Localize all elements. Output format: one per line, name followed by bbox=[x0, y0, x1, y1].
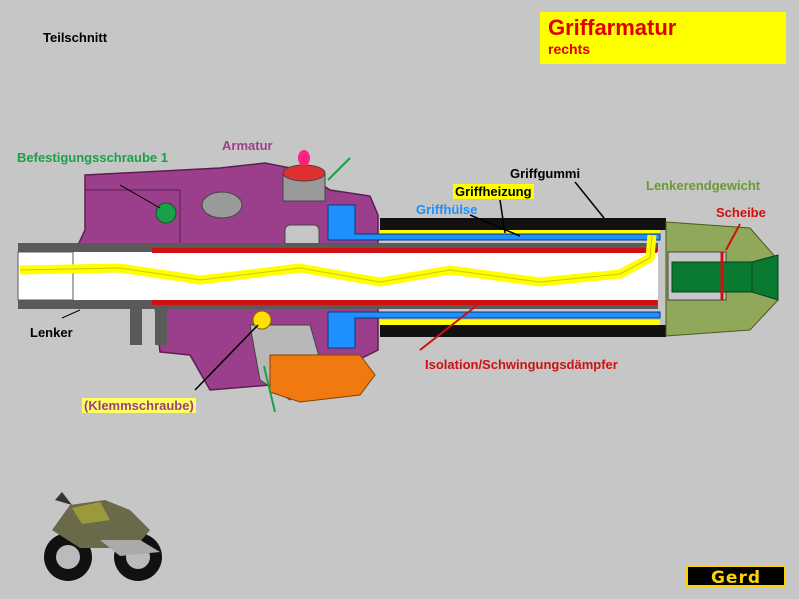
armatur-edge bbox=[85, 189, 181, 245]
end-bolt-head bbox=[751, 254, 779, 301]
label-klemmschraube: (Klemmschraube) bbox=[82, 398, 196, 413]
page-title-sub: rechts bbox=[548, 41, 591, 57]
label-befestigungsschraube: Befestigungsschraube 1 bbox=[17, 150, 168, 165]
lenker-leg-1 bbox=[130, 305, 142, 345]
label-klemmschraube-text: (Klemmschraube) bbox=[82, 398, 196, 413]
page-title: Griffarmatur bbox=[548, 15, 677, 40]
lenker-leg-2 bbox=[155, 305, 167, 345]
leader-klemm-green bbox=[263, 365, 276, 413]
leader-armatur bbox=[327, 157, 351, 181]
lenker-end bbox=[17, 251, 74, 301]
label-griffhuelse: Griffhülse bbox=[416, 202, 478, 217]
top-button-cap bbox=[282, 164, 326, 182]
befestigungsschraube-icon bbox=[155, 202, 177, 224]
griffhuelse-bottom bbox=[327, 311, 661, 349]
leader-griffheizung bbox=[499, 199, 506, 234]
griffgummi-bottom bbox=[380, 325, 666, 337]
title-box: Griffarmatur rechts bbox=[540, 12, 786, 64]
klemmschraube-icon bbox=[252, 310, 272, 330]
label-griffheizung-text: Griffheizung bbox=[453, 184, 534, 199]
label-scheibe: Scheibe bbox=[716, 205, 766, 220]
griffhuelse-top bbox=[327, 204, 661, 241]
leader-lenker bbox=[61, 309, 81, 319]
label-armatur: Armatur bbox=[222, 138, 273, 153]
leader-griffgummi bbox=[574, 181, 605, 219]
switch-button bbox=[201, 191, 243, 219]
top-button-led bbox=[298, 150, 310, 166]
label-isolation: Isolation/Schwingungsdämpfer bbox=[425, 357, 618, 372]
end-bolt bbox=[671, 261, 753, 293]
leader-scheibe bbox=[725, 223, 741, 251]
leader-isolation bbox=[419, 302, 481, 351]
heater-wire-outline bbox=[19, 234, 653, 283]
heater-wire bbox=[19, 234, 657, 287]
isolation-bottom bbox=[152, 300, 657, 305]
subtitle: Teilschnitt bbox=[43, 30, 108, 45]
motorcycle-icon bbox=[44, 492, 162, 581]
isolation-top bbox=[152, 248, 657, 253]
griffheizung-bottom bbox=[380, 320, 660, 325]
label-lenkerendgewicht: Lenkerendgewicht bbox=[646, 178, 761, 193]
leader-klemmschraube bbox=[194, 324, 259, 391]
label-griffheizung: Griffheizung bbox=[453, 184, 534, 199]
leader-befestigung bbox=[119, 184, 161, 209]
griffgummi-top bbox=[380, 218, 666, 230]
griffheizung-top bbox=[380, 230, 660, 235]
clamp-orange bbox=[269, 354, 376, 403]
logo: Gerd bbox=[686, 565, 786, 588]
label-griffgummi: Griffgummi bbox=[510, 166, 581, 181]
label-lenker: Lenker bbox=[30, 325, 73, 340]
leader-griffhuelse bbox=[469, 214, 521, 237]
